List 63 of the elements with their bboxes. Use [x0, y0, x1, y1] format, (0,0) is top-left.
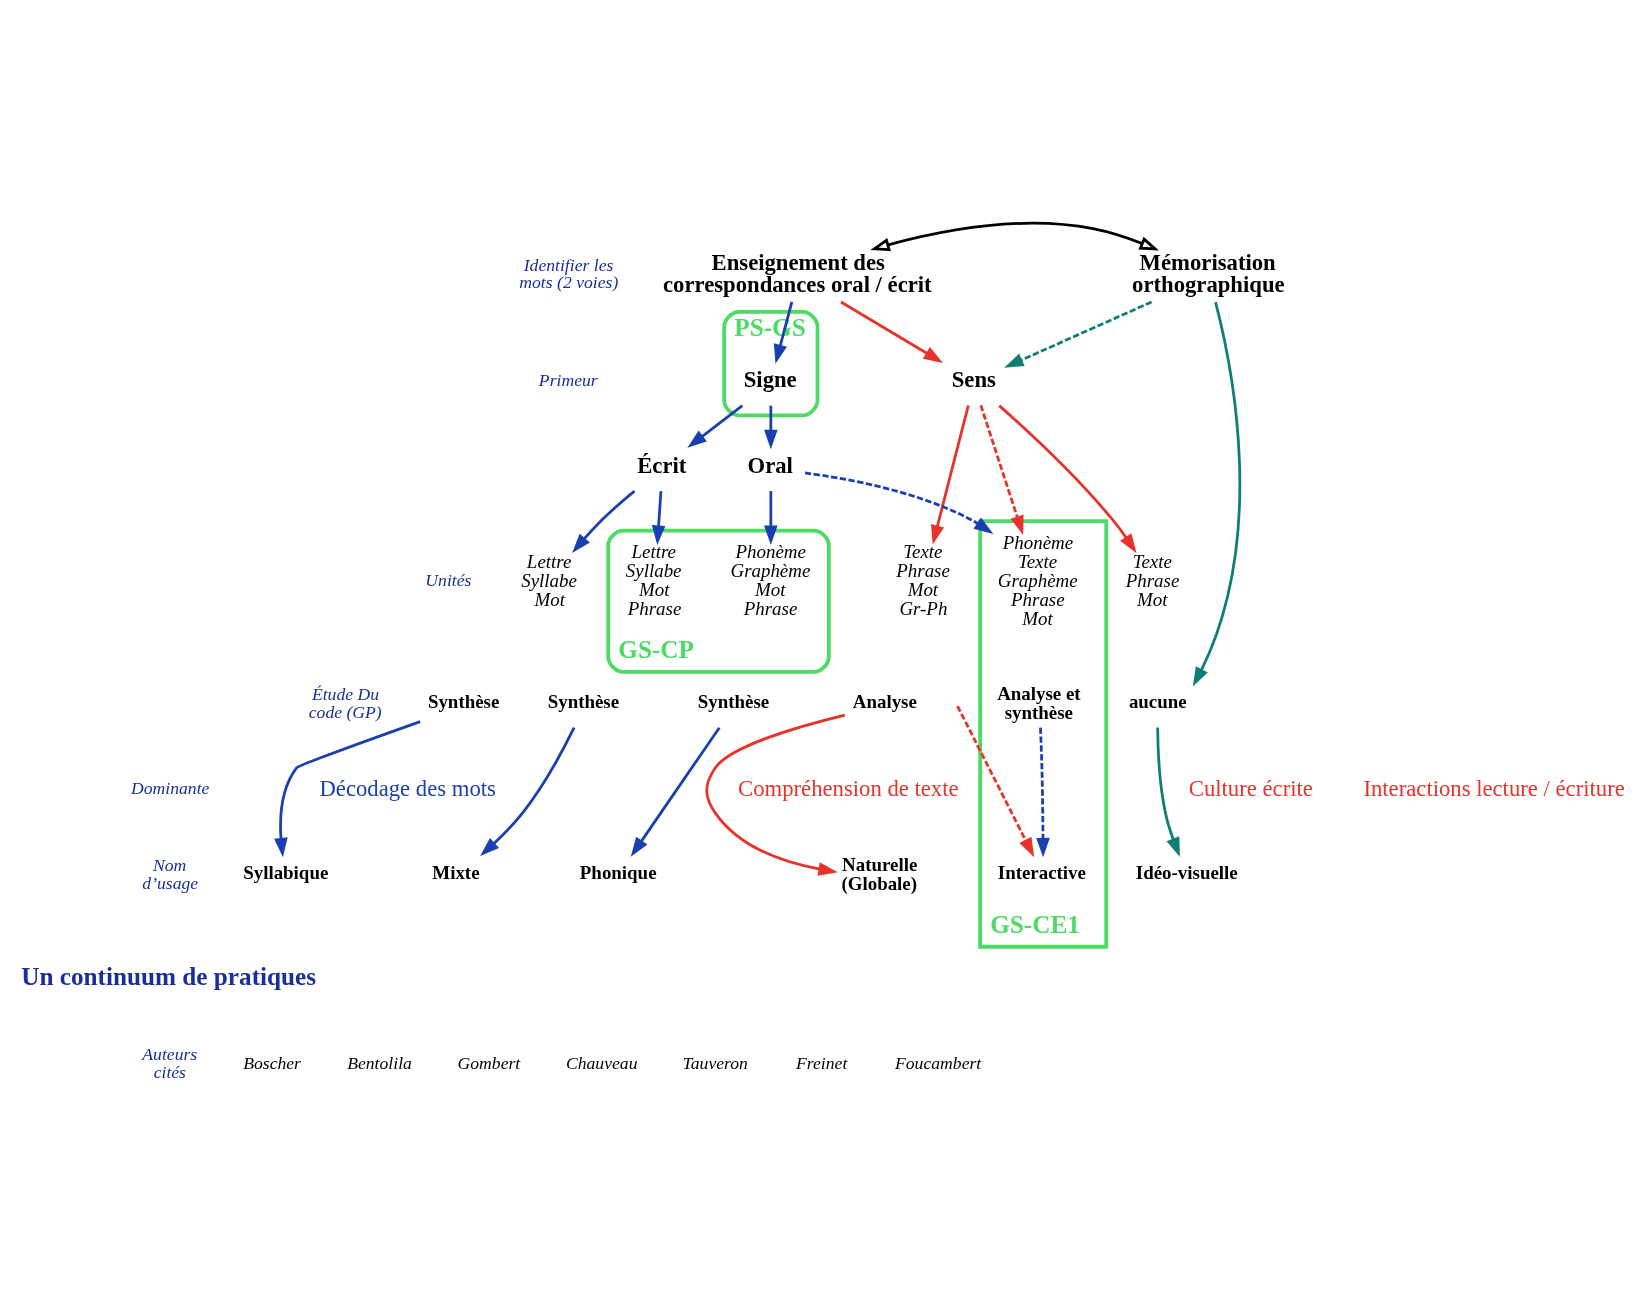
- label: Auteurs cités: [142, 1044, 198, 1083]
- label: Interactions lecture / écriture: [1363, 775, 1625, 801]
- label: Unités: [425, 569, 472, 590]
- node-text: Oral: [747, 452, 793, 478]
- node-text: aucune: [1128, 690, 1187, 712]
- node-text: Sens: [951, 366, 996, 392]
- node-text: Idéo-visuelle: [1135, 862, 1238, 884]
- label: Foucambert: [895, 1052, 982, 1073]
- node-text: Signe: [743, 366, 797, 392]
- arrow: [687, 404, 744, 448]
- arrow: [1036, 727, 1050, 858]
- arrow: [1156, 727, 1180, 857]
- node-text: Enseignement des correspondances oral / écrit: [663, 249, 932, 298]
- node-text: Écrit: [637, 452, 687, 478]
- label: Freinet: [796, 1052, 848, 1073]
- arrow: [979, 404, 1024, 536]
- label: Compréhension de texte: [738, 775, 959, 801]
- label: Un continuum de pratiques: [21, 962, 317, 990]
- node-text: Interactive: [997, 862, 1086, 884]
- label: Nom d’usage: [142, 855, 199, 893]
- arrow: [705, 713, 846, 876]
- label: Primeur: [538, 369, 598, 390]
- node-text: Mixte: [432, 862, 480, 884]
- arrow: [804, 471, 994, 535]
- node-text: Synthèse: [547, 690, 620, 712]
- label: Bentolila: [347, 1052, 412, 1073]
- arrow: [956, 705, 1035, 858]
- arrow: [930, 404, 970, 545]
- arrow: [274, 720, 421, 858]
- node-text: Naturelle (Globale): [841, 854, 918, 895]
- arrow: [870, 222, 1159, 252]
- node-text: Phonème Graphème Mot Phrase: [730, 541, 811, 620]
- node-text: Synthèse: [427, 690, 500, 712]
- node-text: Analyse: [852, 690, 917, 712]
- arrow: [764, 405, 778, 450]
- arrow: [480, 727, 576, 857]
- label: Chauveau: [565, 1052, 638, 1073]
- label: Tauveron: [682, 1052, 748, 1073]
- arrow: [764, 491, 778, 545]
- node-text: Phonique: [579, 862, 657, 884]
- arrow: [840, 300, 944, 363]
- node-text: Lettre Syllabe Mot Phrase: [625, 541, 682, 620]
- label: Étude Du code (GP): [308, 683, 382, 722]
- label: Culture écrite: [1188, 775, 1313, 801]
- node-text: Lettre Syllabe Mot: [521, 550, 577, 610]
- label: Gombert: [457, 1052, 521, 1073]
- arrow: [1192, 301, 1242, 687]
- label: Dominante: [130, 777, 210, 798]
- arrow: [572, 490, 636, 553]
- node-text: Texte Phrase Mot Gr-Ph: [896, 541, 950, 620]
- node-text: Syllabique: [243, 862, 329, 884]
- arrow: [1004, 300, 1153, 368]
- node-text: Synthèse: [697, 690, 770, 712]
- node-text: Mémorisation orthographique: [1132, 249, 1285, 298]
- node-text: Analyse et synthèse: [997, 682, 1081, 723]
- label: Identifier les mots (2 voies): [519, 254, 619, 293]
- node-text: Phonème Texte Graphème Phrase Mot: [997, 531, 1078, 629]
- arrow: [630, 726, 721, 857]
- label: Boscher: [243, 1052, 301, 1073]
- arrow: [998, 404, 1137, 554]
- arrow: [651, 490, 666, 545]
- label: Décodage des mots: [319, 775, 496, 801]
- node-text: Texte Phrase Mot: [1125, 550, 1180, 610]
